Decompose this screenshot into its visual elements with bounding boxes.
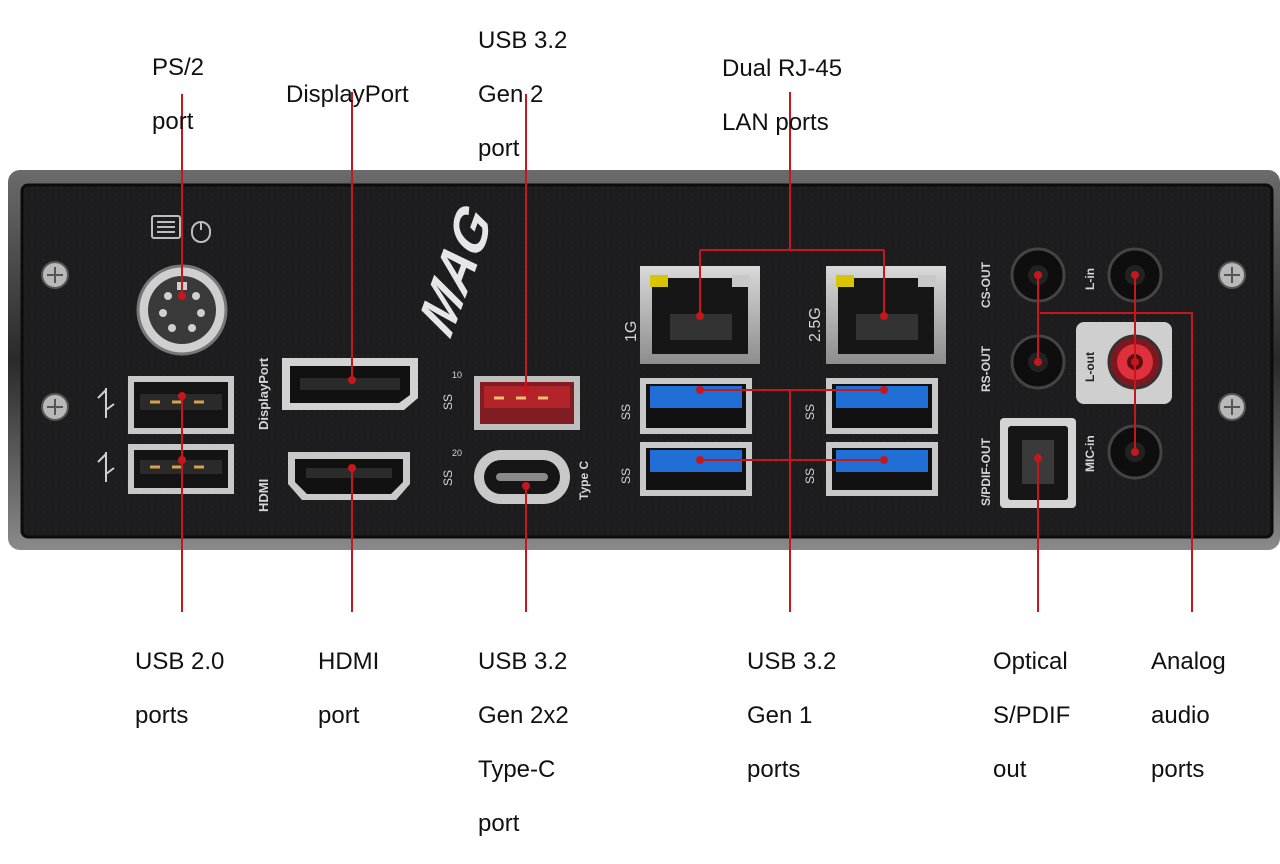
label-line: Gen 1 (747, 702, 813, 729)
callout-label-usb32-gen2: USB 3.2 Gen 2 port (478, 0, 567, 189)
usb32-gen2-port (474, 376, 580, 430)
label-line: ports (135, 702, 189, 729)
label-line: USB 2.0 (135, 648, 225, 675)
usb32-gen1-port (640, 442, 752, 496)
label-line: PS/2 (152, 54, 205, 81)
rs-out-silkscreen: RS-OUT (979, 345, 993, 392)
hdmi-silkscreen: HDMI (256, 479, 271, 512)
label-line: ports (747, 756, 801, 783)
io-shield-diagram: DisplayPort HDMI MAG SS 10 SS 20 (8, 0, 1280, 837)
callout-label-usb32-gen1: USB 3.2 Gen 1 ports (747, 621, 836, 810)
spdif-out-silkscreen: S/PDIF-OUT (979, 437, 993, 506)
label-line: HDMI (318, 648, 380, 675)
label-line: Type-C (478, 756, 556, 783)
screw-icon (41, 393, 69, 421)
lan-2.5g-silkscreen: 2.5G (807, 307, 824, 342)
usb-type-c-port (474, 450, 570, 504)
label-line: USB 3.2 (478, 648, 568, 675)
cs-out-silkscreen: CS-OUT (979, 261, 993, 308)
lan-port-1g (640, 266, 760, 364)
superspeed-icon: SS 10 SS 20 (441, 370, 462, 486)
label-line: Gen 2 (478, 81, 544, 108)
label-line: Optical (993, 648, 1068, 675)
type-c-silkscreen: Type C (577, 461, 591, 500)
label-line: Dual RJ-45 (722, 55, 843, 82)
hdmi-port (288, 452, 410, 500)
label-line: out (993, 756, 1027, 783)
label-line: LAN ports (722, 109, 829, 136)
label-line: port (478, 810, 520, 837)
mouse-icon (191, 221, 211, 243)
label-line: port (478, 135, 520, 162)
superspeed-icon: SS SS SS SS (619, 404, 817, 484)
callout-label-displayport: DisplayPort (286, 54, 409, 135)
svg-text:SS: SS (803, 468, 817, 484)
label-line: ports (1151, 756, 1205, 783)
screw-icon (41, 261, 69, 289)
svg-text:SS: SS (619, 468, 633, 484)
callout-label-ps2: PS/2 port (152, 27, 204, 162)
label-line: Analog (1151, 648, 1226, 675)
usb32-gen1-port (640, 378, 752, 434)
usb-symbol-icon (97, 388, 115, 482)
callout-label-hdmi: HDMI port (318, 621, 379, 756)
label-line: port (318, 702, 360, 729)
callout-label-usb20: USB 2.0 ports (135, 621, 224, 756)
callout-label-audio: Analog audio ports (1151, 621, 1226, 810)
label-line: USB 3.2 (478, 27, 568, 54)
label-line: USB 3.2 (747, 648, 837, 675)
svg-text:10: 10 (452, 370, 462, 380)
screw-icon (1218, 261, 1246, 289)
callout-label-optical: Optical S/PDIF out (993, 621, 1070, 810)
line-out-silkscreen: L-out (1083, 352, 1097, 382)
label-line: audio (1151, 702, 1210, 729)
callout-label-usb-type-c: USB 3.2 Gen 2x2 Type-C port (478, 621, 569, 864)
keyboard-icon (151, 215, 181, 239)
callout-dots (178, 271, 1139, 490)
ps2-port (136, 264, 228, 356)
screw-icon (1218, 393, 1246, 421)
label-line: Gen 2x2 (478, 702, 569, 729)
usb32-gen1-port (826, 378, 938, 434)
line-in-silkscreen: L-in (1083, 268, 1097, 290)
io-panel-graphic: DisplayPort HDMI MAG SS 10 SS 20 (8, 92, 1280, 612)
svg-text:SS: SS (803, 404, 817, 420)
label-line: S/PDIF (993, 702, 1071, 729)
svg-text:20: 20 (452, 448, 462, 458)
svg-text:SS: SS (441, 394, 455, 410)
label-line: port (152, 108, 194, 135)
displayport-port (282, 358, 418, 410)
svg-text:SS: SS (441, 470, 455, 486)
displayport-silkscreen: DisplayPort (256, 357, 271, 430)
usb32-gen1-port (826, 442, 938, 496)
callout-label-rj45: Dual RJ-45 LAN ports (722, 28, 842, 163)
svg-text:SS: SS (619, 404, 633, 420)
label-line: DisplayPort (286, 81, 409, 108)
mic-in-silkscreen: MIC-in (1083, 435, 1097, 472)
lan-1g-silkscreen: 1G (623, 321, 640, 342)
